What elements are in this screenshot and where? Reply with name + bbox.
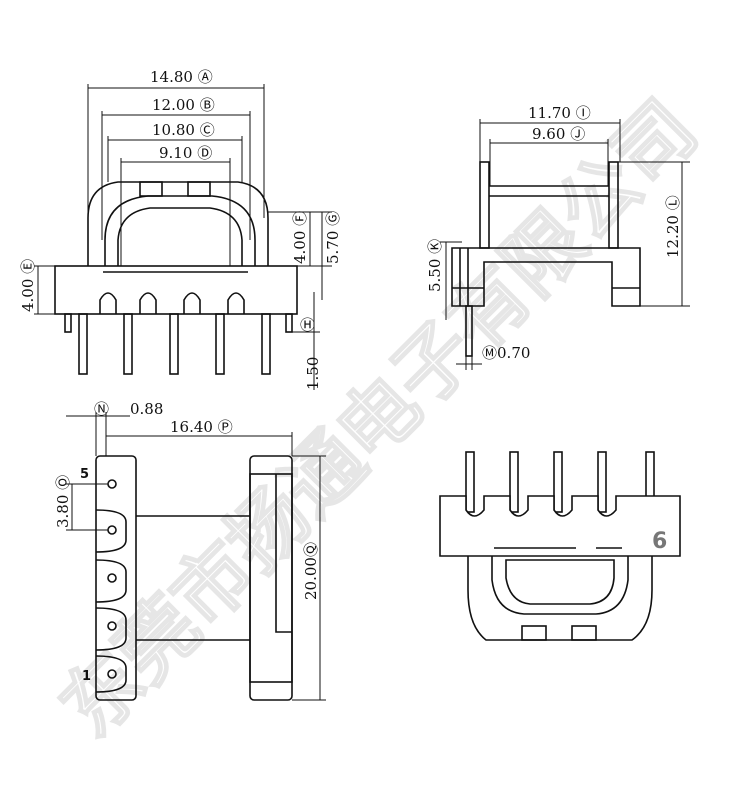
bottom-right-inner [249,473,293,683]
bottom-right-step [275,474,292,633]
watermark-text: 东莞市扬通电子有限公司 [44,84,714,754]
front-pin-5 [261,313,271,375]
pin-label-1: 1 [82,669,91,684]
dim-d-label: 9.10 Ⓓ [159,144,212,162]
dim-c-label: 10.80 Ⓒ [152,121,215,139]
front-pin-4 [215,313,225,375]
rear-pin-1 [465,451,475,513]
front-tab-right [187,181,211,197]
dim-b-label: 12.00 Ⓑ [152,96,215,114]
view-label-6: 6 [652,529,667,554]
front-pin-2 [123,313,133,375]
dim-e-label: 4.00 Ⓔ [19,259,37,312]
rear-inner-arch [491,556,629,615]
rear-core-window [505,559,615,605]
rear-pin-3 [553,451,563,513]
side-pin [465,305,473,357]
dim-n-marker: Ⓝ [94,400,109,418]
pin-label-5: 5 [80,467,89,482]
dim-k-label: 5.50 Ⓚ [426,239,444,292]
dim-f-label: 4.00 Ⓕ [291,211,309,264]
bottom-pin-hole-1 [107,669,117,679]
bottom-slot-2 [95,559,127,603]
bottom-view: 5 1 Ⓝ 0.88 16.40 Ⓟ 3.80 Ⓞ 20.00Ⓠ [54,400,326,701]
dim-g-label: 5.70 Ⓖ [324,211,342,264]
dim-n-label: 0.88 [130,400,163,418]
front-core-window [117,207,243,266]
front-slot-1 [99,292,117,314]
bottom-pin-hole-2 [107,621,117,631]
front-slot-2 [139,292,157,314]
bottom-pin-rail [95,455,137,701]
dim-m-label: Ⓜ0.70 [482,344,530,362]
bottom-pin-hole-4 [107,525,117,535]
rear-view: 6 [439,451,681,641]
dim-o-label: 3.80 Ⓞ [54,475,72,528]
bottom-slot-4 [95,655,127,693]
dim-h-marker: Ⓗ [300,316,315,334]
rear-pin-4 [597,451,607,513]
rear-base [439,495,681,557]
dim-h-label: 1.50 [304,357,322,390]
front-slot-3 [183,292,201,314]
rear-tab-left [521,625,547,641]
dim-l-label: 12.20 Ⓛ [664,195,682,258]
bottom-pin-hole-5 [107,479,117,489]
bottom-slot-3 [95,607,127,651]
dim-i-label: 11.70 Ⓘ [528,104,591,122]
front-pin-stub-left [64,313,72,333]
front-pin-3 [169,313,179,375]
dim-a-label: 14.80 Ⓐ [150,68,213,86]
bottom-slot-1 [95,509,127,553]
front-tab-left [139,181,163,197]
front-base [54,265,298,315]
rear-pin-2 [509,451,519,513]
side-base [451,247,641,307]
dim-j-label: 9.60 Ⓙ [532,125,585,143]
front-inner-window [104,195,256,266]
watermark: 东莞市扬通电子有限公司 [43,83,716,756]
side-view: 11.70 Ⓘ 9.60 Ⓙ 12.20 Ⓛ 5.50 Ⓚ Ⓜ0.70 [426,104,690,370]
front-pin-stub-right [285,313,293,333]
bottom-pin-hole-3 [107,573,117,583]
rear-tab-right [571,625,597,641]
dim-p-label: 16.40 Ⓟ [170,418,233,436]
front-pin-1 [78,313,88,375]
dim-q-label: 20.00Ⓠ [302,542,320,600]
front-outer-flange [87,181,269,266]
side-flange-left [479,161,490,249]
front-view: 14.80 Ⓐ 12.00 Ⓑ 10.80 Ⓒ 9.10 Ⓓ 4.00 Ⓔ 4.… [19,68,342,390]
rear-outer-arch [467,556,653,641]
front-slot-4 [227,292,245,314]
